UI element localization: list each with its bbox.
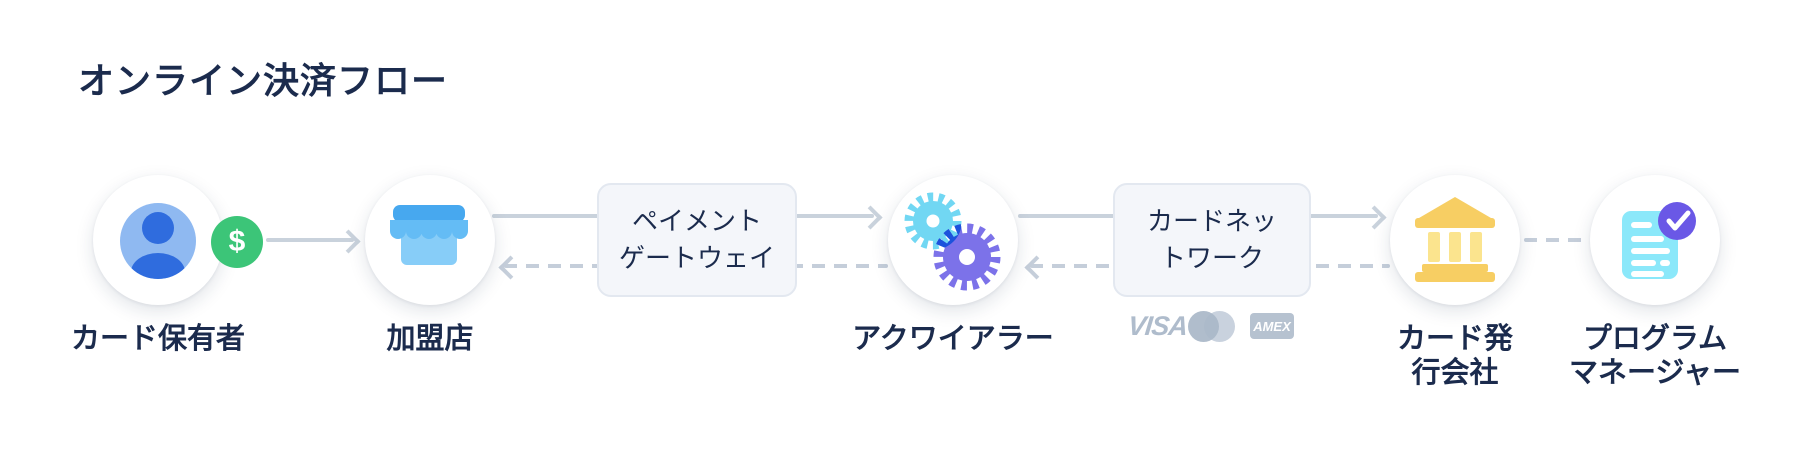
connector-issuer-program-manager bbox=[1524, 238, 1588, 242]
document-check-icon bbox=[1622, 202, 1696, 279]
mastercard-left-circle bbox=[1188, 311, 1219, 342]
payment-gateway-box: ペイメント ゲートウェイ bbox=[597, 183, 797, 297]
bank-icon bbox=[1415, 197, 1495, 282]
amex-logo: AMEX bbox=[1250, 313, 1294, 339]
node-program-manager bbox=[1590, 175, 1720, 305]
gears-icon bbox=[904, 192, 1001, 291]
node-issuer bbox=[1390, 175, 1520, 305]
dollar-sign: $ bbox=[228, 225, 246, 258]
node-merchant bbox=[365, 175, 495, 305]
visa-logo: VISA bbox=[1126, 311, 1189, 341]
node-label-cardholder: カード保有者 bbox=[70, 323, 245, 355]
card-network-box: カードネッ トワーク bbox=[1113, 183, 1311, 297]
node-label-issuer: カード発 行会社 bbox=[1396, 323, 1513, 389]
page-title: オンライン決済フロー bbox=[78, 60, 449, 101]
dollar-badge: $ bbox=[211, 216, 263, 268]
amex-text: AMEX bbox=[1253, 318, 1291, 334]
node-acquirer bbox=[888, 175, 1018, 305]
arrow-right-icon bbox=[858, 205, 883, 230]
storefront-icon bbox=[390, 205, 468, 265]
mastercard-circles-icon bbox=[1188, 311, 1236, 343]
arrow-left-icon bbox=[1024, 255, 1049, 280]
node-label-program-manager: プログラム マネージャー bbox=[1569, 323, 1741, 389]
person-icon bbox=[120, 203, 196, 279]
node-cardholder bbox=[93, 175, 223, 305]
arrow-left-icon bbox=[498, 255, 523, 280]
arrow-right-icon bbox=[336, 229, 361, 254]
node-label-merchant: 加盟店 bbox=[386, 323, 474, 355]
arrow-right-icon bbox=[1362, 205, 1387, 230]
connector-cardholder-merchant bbox=[266, 238, 354, 242]
node-label-acquirer: アクワイアラー bbox=[852, 323, 1054, 355]
